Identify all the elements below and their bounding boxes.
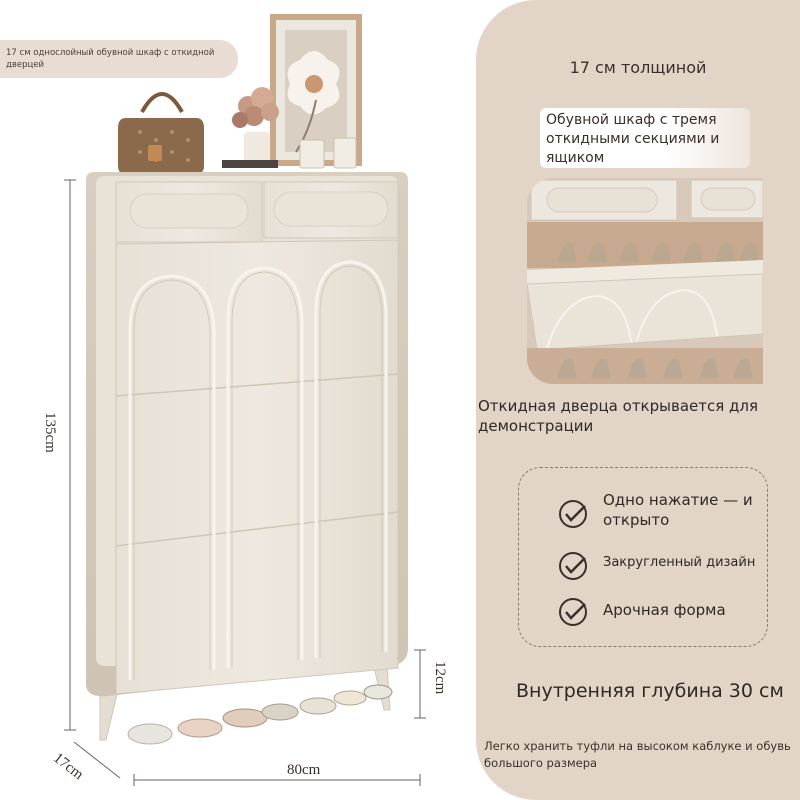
feature-text: Одно нажатие — и открыто: [603, 491, 753, 529]
inner-depth-note: Легко хранить туфли на высоком каблуке и…: [484, 739, 791, 770]
shoes-row: [127, 684, 393, 745]
height-dimension-label: 135cm: [42, 412, 58, 453]
inner-depth-title: Внутренняя глубина 30 см: [516, 680, 784, 702]
leg-height-dimension-label: 12cm: [432, 661, 448, 695]
check-circle-icon: [559, 598, 587, 626]
handbag: [118, 92, 204, 174]
width-dimension-label: 80cm: [287, 762, 321, 778]
flip-sections-label: Обувной шкаф с тремя откидными секциями …: [540, 108, 750, 168]
title-badge: 17 см однослойный обувной шкаф с откидно…: [0, 40, 238, 78]
flower-vase: [232, 87, 279, 162]
flip-door-demo-text: Откидная дверца открывается для демонстр…: [478, 397, 759, 435]
check-circle-icon: [559, 552, 587, 580]
features-box: Одно нажатие — и открыто Закругленный ди…: [518, 467, 768, 647]
thickness-label: 17 см толщиной: [569, 58, 707, 77]
check-circle-icon: [559, 500, 587, 528]
shoe-cabinet: [86, 172, 408, 697]
candles: [222, 137, 357, 169]
dimension-lines: [64, 179, 426, 786]
feature-text: Арочная форма: [603, 601, 726, 619]
feature-text: Закругленный дизайн: [603, 555, 756, 570]
open-cabinet-photo: [527, 178, 763, 384]
